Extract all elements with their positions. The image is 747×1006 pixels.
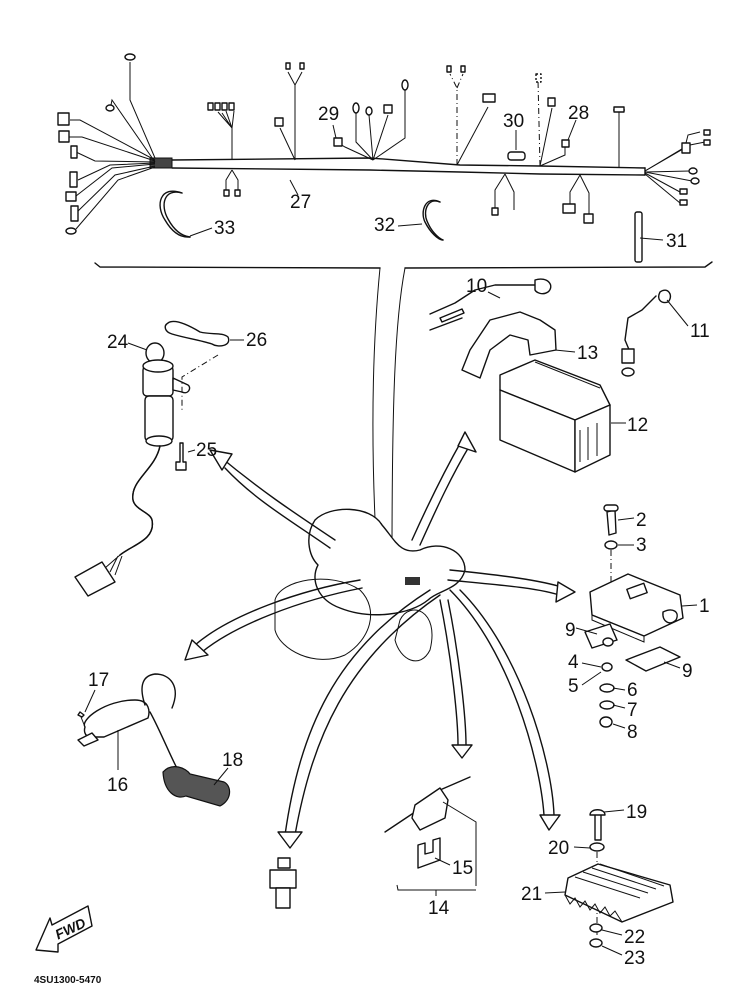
callout-16: 16	[107, 775, 128, 796]
direction-arrows	[184, 431, 576, 849]
callout-17: 17	[88, 670, 109, 691]
callout-21: 21	[521, 884, 542, 905]
callout-25: 25	[196, 440, 217, 461]
callout-20: 20	[548, 838, 569, 859]
leader-lines	[84, 119, 698, 956]
callout-33: 33	[214, 218, 235, 239]
callout-29: 29	[318, 104, 339, 125]
callout-11: 11	[690, 321, 710, 342]
connector	[65, 191, 77, 202]
pressure-switch	[269, 857, 297, 909]
callout-7: 7	[627, 700, 638, 721]
rectifier-group	[564, 809, 674, 948]
callout-19: 19	[626, 802, 647, 823]
callout-30: 30	[503, 111, 524, 132]
callout-3: 3	[636, 535, 647, 556]
main-switch	[74, 320, 230, 597]
terminal	[105, 104, 115, 112]
forward-direction-indicator: FWD	[35, 905, 93, 953]
fwd-label: FWD	[52, 915, 88, 943]
callout-2: 2	[636, 510, 647, 531]
callout-31: 31	[666, 231, 687, 252]
ignition-coil-group	[77, 673, 231, 807]
connector	[69, 171, 78, 188]
terminal	[124, 53, 136, 61]
terminal	[65, 227, 77, 235]
callout-13: 13	[577, 343, 598, 364]
callout-15: 15	[452, 858, 473, 879]
callout-5: 5	[568, 676, 579, 697]
callout-28: 28	[568, 103, 589, 124]
clamp-33	[159, 190, 191, 238]
callout-27: 27	[290, 192, 311, 213]
callout-32: 32	[374, 215, 395, 236]
callout-8: 8	[627, 722, 638, 743]
connector	[57, 112, 70, 126]
callout-18: 18	[222, 750, 243, 771]
callout-9-upper: 9	[565, 620, 576, 641]
callout-24: 24	[107, 332, 129, 353]
fuse-holder-group	[384, 776, 477, 896]
clamp-32	[422, 199, 444, 241]
connector	[58, 130, 70, 143]
callout-26: 26	[246, 330, 267, 351]
bolt-25	[175, 442, 187, 471]
callout-4: 4	[568, 652, 579, 673]
band-31	[634, 211, 643, 263]
wire-harness	[57, 53, 711, 235]
callout-10: 10	[466, 276, 487, 297]
callout-23: 23	[624, 948, 645, 969]
callout-22: 22	[624, 927, 645, 948]
callout-6: 6	[627, 680, 638, 701]
callout-1: 1	[699, 596, 710, 617]
drawing-code: 4SU1300-5470	[34, 975, 102, 986]
cdi-group	[584, 504, 684, 728]
callouts: 1 2 3 4 5 6 7 8 9 9 10 11 12 13 14 15 16…	[88, 103, 710, 969]
connector	[70, 145, 78, 159]
callout-14: 14	[428, 898, 450, 919]
callout-9-lower: 9	[682, 661, 693, 682]
connector	[70, 205, 79, 222]
frame-outline	[274, 267, 466, 662]
callout-12: 12	[627, 415, 648, 436]
